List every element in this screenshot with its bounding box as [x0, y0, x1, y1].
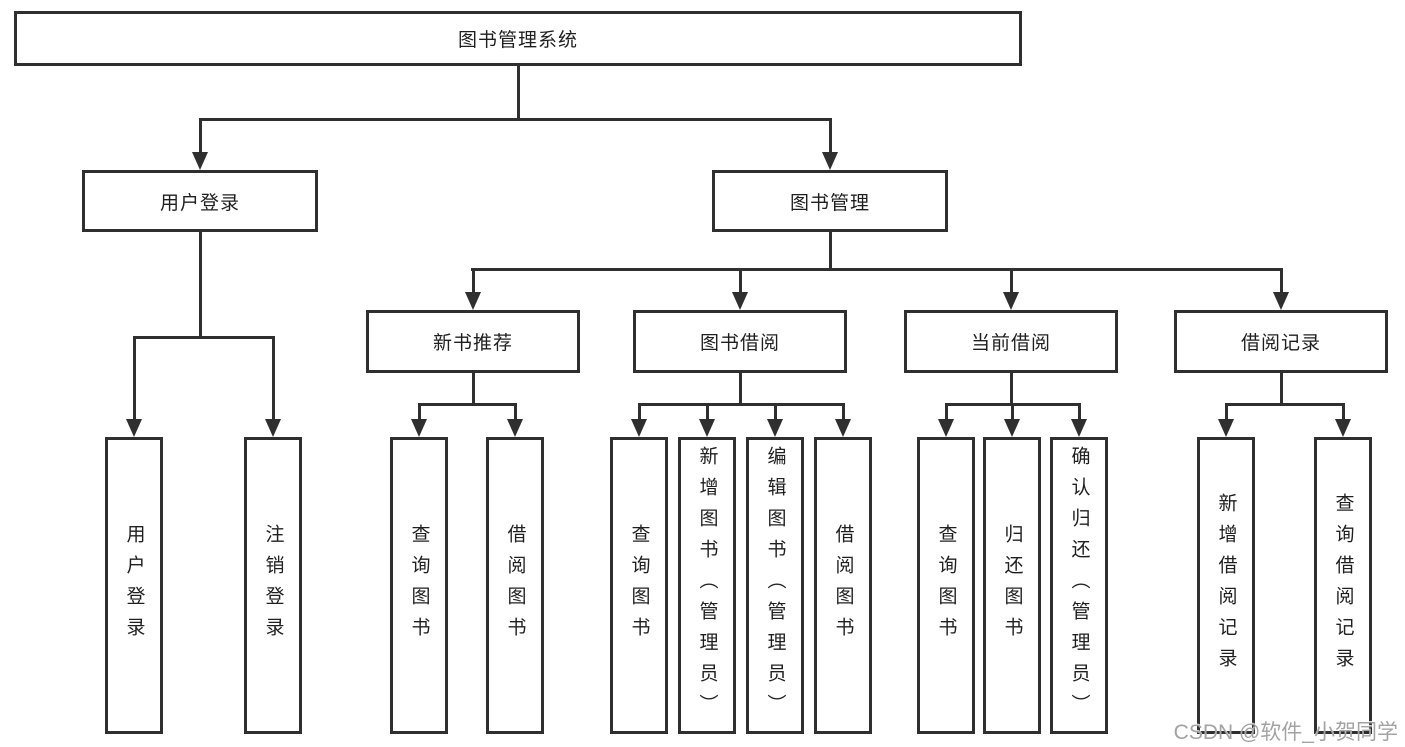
connector-new-book-split	[418, 403, 517, 406]
leaf-user-login: 用户登录	[105, 437, 163, 734]
connector-book-management-stem	[829, 232, 832, 268]
arrowhead-down-icon	[1071, 419, 1087, 437]
leaf-label: 确认归还（管理员）	[1068, 446, 1090, 725]
connector-stem-borrow-records	[1280, 268, 1283, 292]
connector-stem-book-management	[829, 118, 832, 152]
connector-book-borrow-stem	[739, 373, 742, 403]
node-book-borrow: 图书借阅	[633, 310, 847, 373]
leaf-label: 查询图书	[628, 523, 650, 648]
leaf-add-book-admin: 新增图书（管理员）	[678, 437, 736, 734]
arrowhead-down-icon	[835, 419, 851, 437]
node-label: 借阅记录	[1240, 333, 1321, 354]
arrowhead-down-icon	[1003, 292, 1019, 310]
arrowhead-down-icon	[1004, 419, 1020, 437]
node-borrow-records: 借阅记录	[1174, 310, 1388, 373]
arrowhead-down-icon	[265, 419, 281, 437]
leaf-label: 归还图书	[1001, 523, 1023, 648]
leaf-label: 新增图书（管理员）	[696, 446, 718, 725]
arrowhead-down-icon	[1218, 419, 1234, 437]
leaf-label: 查询图书	[408, 523, 430, 648]
connector-stem-leaf	[514, 403, 517, 419]
leaf-label: 用户登录	[123, 523, 145, 648]
node-label: 当前借阅	[970, 333, 1051, 354]
connector-user-login-stem	[199, 232, 202, 336]
leaf-label: 查询图书	[935, 523, 957, 648]
connector-root-split	[199, 118, 832, 121]
arrowhead-down-icon	[938, 419, 954, 437]
leaf-borrow-books: 借阅图书	[486, 437, 544, 734]
connector-user-login-split	[133, 336, 275, 339]
leaf-logout: 注销登录	[244, 437, 302, 734]
arrowhead-down-icon	[507, 419, 523, 437]
arrowhead-down-icon	[465, 292, 481, 310]
leaf-label: 注销登录	[262, 523, 284, 648]
node-label: 图书管理系统	[457, 30, 578, 51]
leaf-label: 新增借阅记录	[1215, 492, 1237, 679]
connector-stem-new-book	[472, 268, 475, 292]
connector-stem-book-borrow	[739, 268, 742, 292]
node-library-management-system: 图书管理系统	[14, 11, 1022, 66]
connector-stem-leaf	[418, 403, 421, 419]
connector-stem-leaf	[133, 336, 136, 419]
connector-new-book-stem	[472, 373, 475, 403]
arrowhead-down-icon	[699, 419, 715, 437]
connector-stem-leaf	[945, 403, 948, 419]
leaf-query-books: 查询图书	[610, 437, 668, 734]
node-label: 用户登录	[159, 192, 240, 214]
leaf-label: 借阅图书	[504, 523, 526, 648]
leaf-query-books: 查询图书	[390, 437, 448, 734]
leaf-label: 编辑图书（管理员）	[764, 446, 786, 725]
leaf-return-books: 归还图书	[983, 437, 1041, 734]
node-current-borrow: 当前借阅	[904, 310, 1118, 373]
connector-stem-current-borrow	[1010, 268, 1013, 292]
connector-borrow-records-stem	[1280, 373, 1283, 403]
node-label: 图书管理	[789, 192, 870, 214]
leaf-borrow-books: 借阅图书	[814, 437, 872, 734]
connector-borrow-records-split	[1225, 403, 1345, 406]
connector-stem-leaf	[1011, 403, 1014, 419]
arrowhead-down-icon	[192, 152, 208, 170]
arrowhead-down-icon	[1335, 419, 1351, 437]
arrowhead-down-icon	[767, 419, 783, 437]
watermark: CSDN @软件_小贺同学	[1173, 721, 1398, 744]
connector-stem-leaf	[1078, 403, 1081, 419]
leaf-label: 查询借阅记录	[1332, 492, 1354, 679]
leaf-query-books: 查询图书	[917, 437, 975, 734]
connector-stem-leaf	[706, 403, 709, 419]
connector-stem-leaf	[774, 403, 777, 419]
leaf-confirm-return-admin: 确认归还（管理员）	[1050, 437, 1108, 734]
node-label: 新书推荐	[432, 333, 513, 354]
leaf-label: 借阅图书	[832, 523, 854, 648]
node-book-management: 图书管理	[712, 170, 948, 232]
node-new-book-recommend: 新书推荐	[366, 310, 580, 373]
connector-stem-leaf	[1225, 403, 1228, 419]
arrowhead-down-icon	[631, 419, 647, 437]
arrowhead-down-icon	[411, 419, 427, 437]
arrowhead-down-icon	[126, 419, 142, 437]
connector-stem-leaf	[842, 403, 845, 419]
node-user-login: 用户登录	[82, 170, 318, 232]
arrowhead-down-icon	[732, 292, 748, 310]
arrowhead-down-icon	[1273, 292, 1289, 310]
connector-stem-user-login	[199, 118, 202, 152]
leaf-add-borrow-record: 新增借阅记录	[1197, 437, 1255, 734]
connector-book-borrow-split	[638, 403, 845, 406]
connector-current-borrow-stem	[1010, 373, 1013, 403]
connector-stem-leaf	[1342, 403, 1345, 419]
node-label: 图书借阅	[699, 333, 780, 354]
leaf-edit-book-admin: 编辑图书（管理员）	[746, 437, 804, 734]
connector-root-stem	[517, 66, 520, 118]
leaf-query-borrow-record: 查询借阅记录	[1314, 437, 1372, 734]
arrowhead-down-icon	[822, 152, 838, 170]
connector-book-management-split	[471, 268, 1282, 271]
connector-stem-leaf	[272, 336, 275, 419]
connector-stem-leaf	[638, 403, 641, 419]
